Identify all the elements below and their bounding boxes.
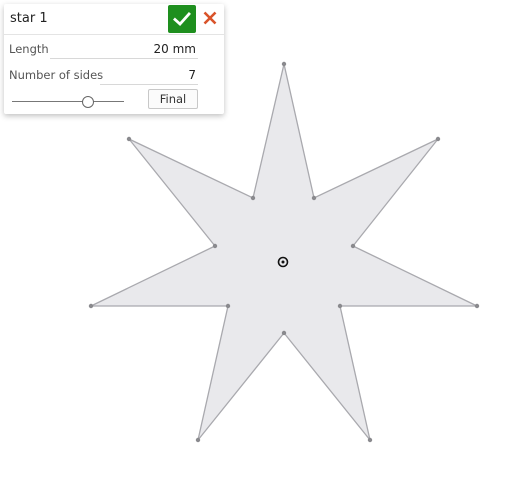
star-shape[interactable] (90, 63, 478, 441)
feature-name[interactable]: star 1 (10, 11, 48, 26)
slider-thumb[interactable] (82, 96, 95, 108)
vertex-point[interactable] (195, 437, 201, 443)
vertex-point[interactable] (88, 303, 94, 309)
final-button[interactable]: Final (148, 89, 198, 109)
cancel-button[interactable] (201, 9, 219, 27)
vertex-point[interactable] (367, 437, 373, 443)
length-label: Length (9, 42, 49, 56)
vertex-point[interactable] (435, 136, 441, 142)
vertex-point[interactable] (250, 195, 256, 201)
rollback-slider[interactable] (12, 96, 124, 108)
vertex-point[interactable] (350, 243, 356, 249)
vertex-point[interactable] (281, 330, 287, 336)
vertex-point[interactable] (212, 243, 218, 249)
check-icon (173, 12, 191, 26)
vertex-point[interactable] (225, 303, 231, 309)
sides-label: Number of sides (9, 68, 104, 82)
vertex-point[interactable] (474, 303, 480, 309)
length-input[interactable] (50, 40, 198, 59)
length-row: Length (4, 36, 224, 60)
vertex-points (88, 61, 480, 443)
vertex-point[interactable] (281, 61, 287, 67)
accept-button[interactable] (168, 5, 196, 33)
vertex-point[interactable] (126, 136, 132, 142)
slider-track (12, 101, 124, 102)
sides-row: Number of sides (4, 62, 224, 86)
center-point-icon[interactable] (277, 256, 289, 268)
feature-dialog: star 1 Length Number of sides Final (4, 4, 224, 114)
dialog-header: star 1 (4, 4, 224, 35)
close-icon (203, 11, 217, 25)
sides-input[interactable] (100, 66, 198, 85)
vertex-point[interactable] (311, 195, 317, 201)
vertex-point[interactable] (337, 303, 343, 309)
